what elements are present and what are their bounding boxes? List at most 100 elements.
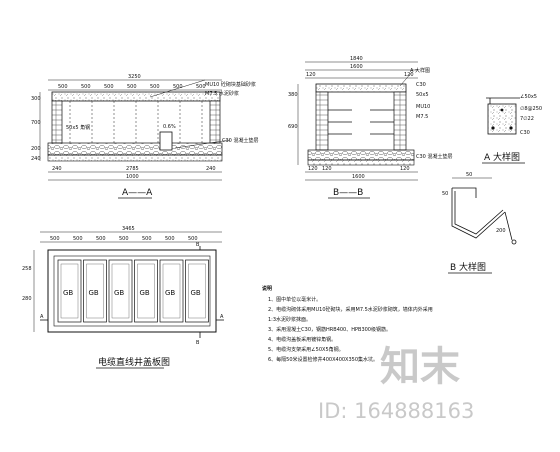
aa-bottom-dim-4: 1000 [126, 174, 139, 180]
cover-plate [185, 259, 209, 323]
aa-sub-dim: 500 [173, 84, 183, 90]
detail-b-title: B 大样图 [450, 261, 486, 273]
aa-left-dim-4: 240 [31, 156, 41, 162]
note-3: 1:3水泥砂浆抹面。 [268, 316, 311, 323]
aa-sub-dim: 500 [104, 84, 114, 90]
cover-plate [83, 259, 107, 323]
plan-sub-dim: 500 [73, 236, 83, 242]
bb-left-dim-2: 690 [288, 124, 298, 130]
note-1: 1、图中单位以毫米计。 [268, 296, 321, 303]
aa-bottom-dim-1: 240 [52, 166, 62, 172]
aa-note-angle: 50x5 角钢 [66, 124, 90, 131]
watermark-brand: 知末 [380, 344, 460, 390]
bb-note-mu10: MU10 [416, 104, 430, 110]
detail-b-dim-2: 50 [442, 191, 448, 197]
bb-top-dim-1: 1840 [350, 56, 363, 62]
detail-a-title: A 大样图 [484, 151, 520, 163]
cover-plate-label: GB [114, 289, 124, 297]
bb-left-wall [315, 91, 329, 151]
detail-a-stirrup: ∅8@250 [520, 106, 542, 112]
bb-left-dim-1: 380 [288, 92, 298, 98]
bb-note-angle: 50x5 [416, 92, 429, 98]
aa-sub-dim: 500 [127, 84, 137, 90]
bb-concrete-base [307, 159, 415, 166]
aa-sump-pit [159, 131, 173, 151]
detail-b-dim-1: 50 [466, 172, 472, 178]
aa-bottom-dim-3: 240 [206, 166, 216, 172]
aa-right-wall [209, 100, 221, 144]
bb-bottom-dim-1: 120 [308, 166, 318, 172]
aa-note-m75: M7.5 水泥砂浆 [205, 90, 239, 97]
aa-note-slope: 0.6% [163, 124, 176, 130]
cover-plate [134, 259, 158, 323]
aa-note-c30: C30 混凝土垫层 [222, 137, 258, 144]
cover-plate [57, 259, 82, 323]
aa-sub-dim: 500 [150, 84, 160, 90]
detail-a-c30: C30 [520, 130, 530, 136]
watermark-id: ID: 164888163 [318, 399, 474, 423]
plan-title: 电缆直线井盖板图 [98, 356, 170, 368]
bb-top-dim-2: 1600 [350, 64, 363, 70]
aa-top-dim: 3250 [128, 74, 141, 80]
aa-left-wall [51, 100, 63, 144]
aa-supports [69, 101, 203, 143]
aa-left-dim-3: 200 [31, 146, 41, 152]
plan-sub-dim: 500 [50, 236, 60, 242]
plan-sub-dim: 500 [119, 236, 129, 242]
note-2: 2、电缆沟砌体采用MU10砼砌块，采用M7.5水泥砂浆砌筑，墙体内外采用 [268, 306, 433, 313]
watermark: 知末 ID: 164888163 [318, 344, 474, 423]
aa-cover-slab [51, 91, 221, 102]
notes-heading: 说明 [262, 285, 272, 292]
aa-sub-dim: 500 [58, 84, 68, 90]
cover-plate-label: GB [191, 289, 201, 297]
note-6: 5、电缆沟支架采用∠50X5角钢。 [268, 346, 344, 353]
bb-bottom-dim-3: 120 [400, 166, 410, 172]
detail-b-dim-3: 200 [496, 228, 506, 234]
aa-sub-dim: 500 [196, 84, 206, 90]
bb-top-dim-3: 120 [306, 72, 316, 78]
cover-plate-label: GB [140, 289, 150, 297]
plan-mark-a-left: A [40, 314, 44, 320]
plan-left-dim-1: 258 [22, 266, 32, 272]
bb-note-c30: C30 [416, 82, 426, 88]
plan-mark-b-top: B [196, 242, 200, 248]
bb-note-c30-base: C30 混凝土垫层 [416, 153, 452, 160]
plan-sub-dim: 500 [188, 236, 198, 242]
plan-sub-dim: 500 [96, 236, 106, 242]
cover-plate-label: GB [63, 289, 73, 297]
aa-title: A——A [122, 188, 153, 198]
cover-plate-label: GB [89, 289, 99, 297]
bb-top-dim-4: 120 [404, 72, 414, 78]
bb-gravel-base [307, 149, 415, 161]
detail-a: ∠50x5 ∅8@250 7∅22 C30 A 大样图 [482, 94, 542, 164]
notes-block: 说明 1、图中单位以毫米计。 2、电缆沟砌体采用MU10砼砌块，采用M7.5水泥… [262, 285, 433, 363]
aa-left-dim-2: 700 [31, 120, 41, 126]
detail-b: 50 50 200 B 大样图 [442, 172, 517, 274]
cover-plate [159, 259, 184, 323]
plan-mark-b-bottom: B [196, 340, 200, 346]
note-7: 6、每隔50米设置检修井400X400X350集水坑。 [268, 356, 378, 363]
bb-bottom-dim-2: 120 [322, 166, 332, 172]
plan-sub-dim: 500 [142, 236, 152, 242]
bb-bottom-dim-4: 1600 [352, 174, 365, 180]
aa-sub-dim: 500 [81, 84, 91, 90]
aa-bottom-dim-2: 2785 [126, 166, 139, 172]
note-4: 3、采用混凝土C30，钢筋HRB400、HPB300级钢筋。 [268, 326, 391, 333]
aa-note-mu10: MU10 砼砌块基础砂浆 [205, 81, 256, 88]
bb-title: B——B [333, 188, 363, 198]
bb-cover-slab [315, 83, 407, 93]
plan-top-dim: 3465 [122, 226, 135, 232]
aa-concrete-base [47, 154, 223, 162]
cover-plate [108, 259, 133, 323]
bb-note-detail-a: A 大样图 [410, 67, 430, 74]
bb-right-wall [393, 91, 407, 151]
note-5: 4、电缆沟盖板采用镀锌角钢。 [268, 336, 336, 343]
bb-note-m75: M7.5 [416, 114, 428, 120]
plan-left-dim-2: 280 [22, 296, 32, 302]
detail-a-bar: 7∅22 [520, 116, 534, 122]
detail-a-block [487, 103, 517, 135]
